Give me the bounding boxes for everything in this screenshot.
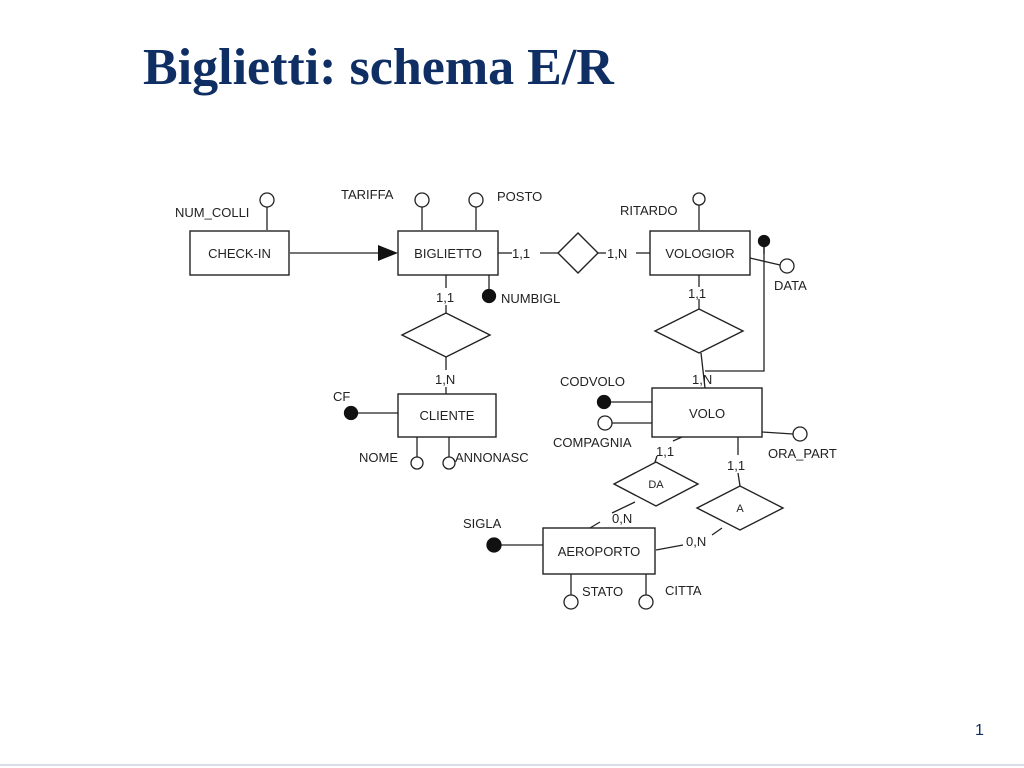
- attribute-circle-tariffa: [414, 192, 430, 208]
- relationship-vologior-volo: [653, 308, 745, 354]
- relationship-a: A: [695, 485, 785, 531]
- cardinality-label: 1,1: [727, 458, 745, 473]
- relationship-biglietto-cliente: [400, 312, 492, 358]
- attribute-label-sigla: SIGLA: [463, 516, 502, 531]
- attribute-label-num-colli: NUM_COLLI: [175, 205, 249, 220]
- attribute-label-data: DATA: [774, 278, 807, 293]
- key-attribute-circle-sigla: [486, 537, 502, 553]
- entity-label: VOLOGIOR: [665, 246, 734, 261]
- cardinality-label: 1,N: [435, 372, 455, 387]
- attribute-label-ritardo: RITARDO: [620, 203, 678, 218]
- attribute-label-compagnia: COMPAGNIA: [553, 435, 632, 450]
- entity-aeroporto: AEROPORTO: [542, 527, 656, 575]
- entity-check-in: CHECK-IN: [189, 230, 290, 276]
- cardinality-label: 1,1: [436, 290, 454, 305]
- attribute-circle-nome: [410, 456, 424, 470]
- attribute-circle-compagnia: [597, 415, 613, 431]
- attribute-label-numbigl: NUMBIGL: [501, 291, 560, 306]
- entity-label: CLIENTE: [420, 408, 475, 423]
- cardinality-label: 0,N: [686, 534, 706, 549]
- entity-vologior: VOLOGIOR: [649, 230, 751, 276]
- attribute-label-annonasc: ANNONASC: [455, 450, 529, 465]
- cardinality-label: 1,N: [607, 246, 627, 261]
- external-identifier-dot: [757, 234, 771, 248]
- slide-title: Biglietti: schema E/R: [143, 39, 614, 96]
- attribute-label-tariffa: TARIFFA: [341, 187, 394, 202]
- key-attribute-circle-codvolo: [596, 394, 612, 410]
- entity-cliente: CLIENTE: [397, 393, 497, 438]
- attribute-label-stato: STATO: [582, 584, 623, 599]
- cardinality-label: 0,N: [612, 511, 632, 526]
- relationship-label: DA: [648, 479, 664, 491]
- entity-volo: VOLO: [651, 387, 763, 438]
- attribute-circle-num-colli: [259, 192, 275, 208]
- attribute-circle-annonasc: [442, 456, 456, 470]
- attribute-label-codvolo: CODVOLO: [560, 374, 625, 389]
- cardinality-label: 1,1: [512, 246, 530, 261]
- attribute-circle-stato: [563, 594, 579, 610]
- entity-label: AEROPORTO: [558, 544, 641, 559]
- connector-lines: [266, 205, 794, 595]
- key-attribute-circle-numbigl: [481, 288, 497, 304]
- page-number: 1: [975, 722, 984, 739]
- attribute-circle-data: [779, 258, 795, 274]
- relationship-label: A: [736, 503, 744, 515]
- attribute-label-citta: CITTA: [665, 583, 702, 598]
- entity-label: VOLO: [689, 406, 725, 421]
- attribute-circle-posto: [468, 192, 484, 208]
- relationship-biglietto-vologior: [557, 232, 599, 274]
- key-attribute-circle-cf: [343, 405, 359, 421]
- attribute-circle-ora-part: [792, 426, 808, 442]
- cardinality-label: 1,N: [692, 372, 712, 387]
- attribute-label-nome: NOME: [359, 450, 398, 465]
- cardinality-label: 1,1: [688, 286, 706, 301]
- entity-label: BIGLIETTO: [414, 246, 482, 261]
- attribute-circle-citta: [638, 594, 654, 610]
- entity-biglietto: BIGLIETTO: [397, 230, 499, 276]
- attribute-circle-ritardo: [692, 192, 706, 206]
- relationship-da: DA: [612, 461, 700, 507]
- footer-divider: [0, 764, 1024, 766]
- attribute-label-posto: POSTO: [497, 189, 542, 204]
- attribute-label-ora-part: ORA_PART: [768, 446, 837, 461]
- cardinality-label: 1,1: [656, 444, 674, 459]
- entity-label: CHECK-IN: [208, 246, 271, 261]
- generalization-arrow: [378, 245, 398, 261]
- attribute-label-cf: CF: [333, 389, 350, 404]
